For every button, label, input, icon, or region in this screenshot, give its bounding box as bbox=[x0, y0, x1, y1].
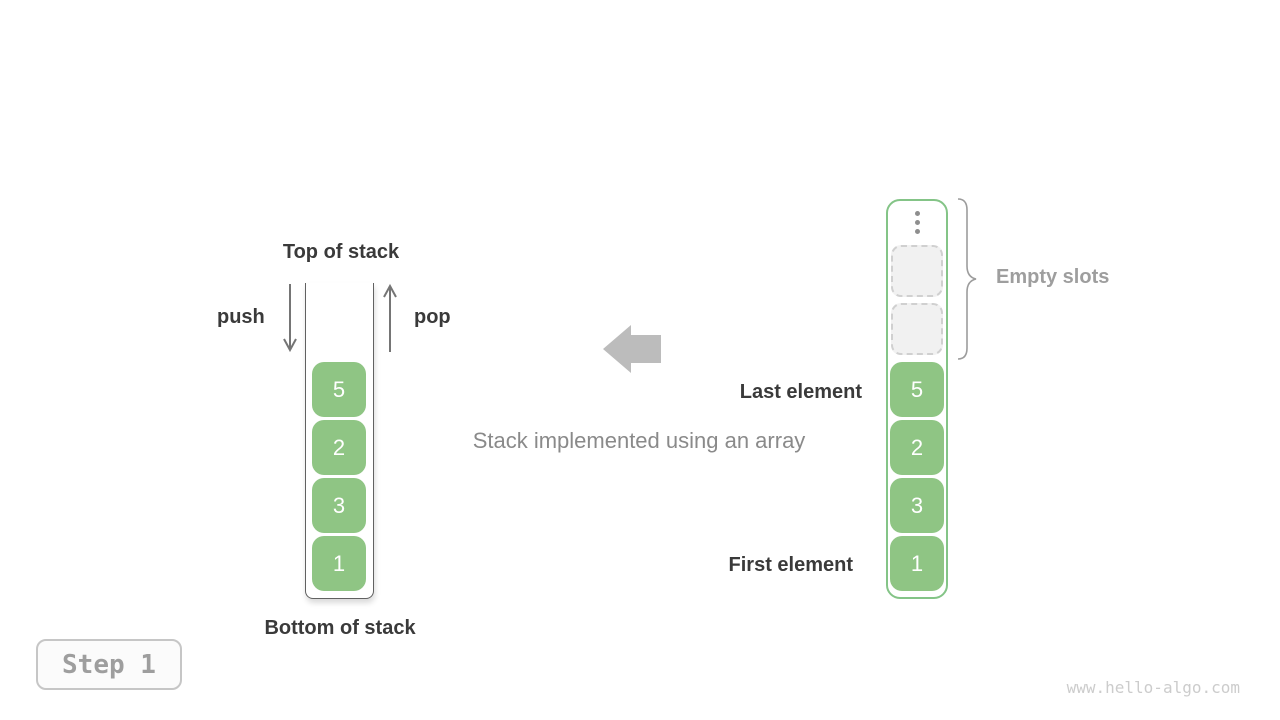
stack-cell: 3 bbox=[312, 478, 366, 533]
stack-cell: 1 bbox=[312, 536, 366, 591]
push-down-arrow-icon bbox=[283, 284, 297, 353]
array-cell: 1 bbox=[890, 536, 944, 591]
left-arrow-icon bbox=[603, 325, 661, 373]
push-label: push bbox=[217, 306, 265, 328]
array-cell: 3 bbox=[890, 478, 944, 533]
step-badge: Step 1 bbox=[36, 639, 182, 690]
stack-cell: 2 bbox=[312, 420, 366, 475]
array-cell: 5 bbox=[890, 362, 944, 417]
stack-cell: 5 bbox=[312, 362, 366, 417]
pop-label: pop bbox=[414, 306, 451, 328]
empty-slot bbox=[891, 303, 943, 355]
vertical-ellipsis-icon bbox=[886, 211, 948, 234]
diagram-caption: Stack implemented using an array bbox=[472, 428, 806, 453]
top-of-stack-label: Top of stack bbox=[282, 241, 400, 263]
last-element-label: Last element bbox=[739, 381, 862, 403]
empty-slot bbox=[891, 245, 943, 297]
first-element-label: First element bbox=[728, 554, 853, 576]
empty-slots-label: Empty slots bbox=[996, 266, 1110, 288]
curly-brace-icon bbox=[957, 198, 977, 360]
watermark-text: www.hello-algo.com bbox=[1066, 678, 1240, 697]
array-cell: 2 bbox=[890, 420, 944, 475]
pop-up-arrow-icon bbox=[383, 283, 397, 352]
bottom-of-stack-label: Bottom of stack bbox=[264, 617, 416, 639]
step-badge-label: Step 1 bbox=[62, 649, 156, 680]
